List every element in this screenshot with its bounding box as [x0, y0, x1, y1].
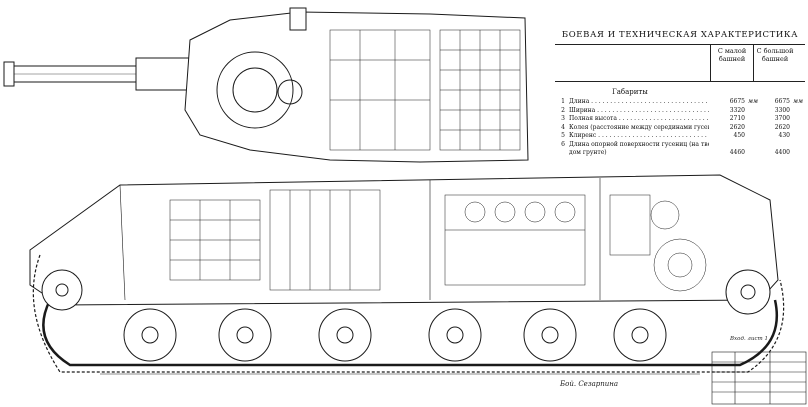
row-large-value: 430 — [778, 132, 790, 139]
divider — [753, 45, 754, 81]
title-block — [711, 351, 807, 405]
row-unit: мм — [793, 98, 803, 105]
row-small-value: 6675 — [729, 98, 745, 105]
row-label: Полная высота — [569, 115, 709, 124]
spec-row: 1 Длина 6675 мм 6675 мм — [555, 98, 805, 107]
road-wheels — [41, 269, 771, 362]
row-large-value: 3700 — [774, 115, 790, 122]
col-small-turret: С малой башней — [717, 47, 747, 63]
col-large-turret: С большой башней — [756, 47, 794, 63]
row-number: 2 — [561, 106, 565, 114]
row-small-value: 450 — [733, 132, 745, 139]
spec-row: 6 Длина опорной поверхности гусениц (на … — [555, 141, 805, 150]
draftsman-signature: Бой. Сезарпина — [560, 380, 619, 388]
row-large-value: 2620 — [774, 123, 790, 131]
gun-barrel — [3, 57, 197, 91]
row-number: 5 — [561, 132, 565, 139]
row-label: Длина опорной поверхности гусениц (на тв… — [569, 141, 709, 150]
group-label: Габариты — [612, 88, 648, 96]
row-number: 4 — [561, 123, 565, 131]
row-small-value: 4460 — [729, 149, 745, 156]
row-label-continuation: дом грунте) — [569, 149, 607, 156]
row-number: 6 — [561, 140, 565, 148]
spec-row: 5 Клиренс 450 430 — [555, 132, 805, 141]
row-label: Ширина — [569, 107, 709, 116]
row-small-value: 2620 — [729, 123, 745, 131]
row-large-value: 6675 — [774, 98, 790, 105]
row-number: 1 — [561, 98, 565, 105]
stamp-note: Вход. лист 1 — [730, 336, 769, 342]
spec-table: БОЕВАЯ И ТЕХНИЧЕСКАЯ ХАРАКТЕРИСТИКА С ма… — [555, 8, 805, 157]
row-label: Длина — [569, 98, 709, 107]
row-label: Колея (расстояние между серединами гусен… — [569, 124, 709, 133]
hull — [29, 174, 779, 306]
spec-table-title: БОЕВАЯ И ТЕХНИЧЕСКАЯ ХАРАКТЕРИСТИКА — [561, 30, 799, 40]
spec-row-continuation: дом грунте) 4460 4400 — [555, 149, 805, 157]
track — [32, 254, 785, 373]
row-label: Клиренс — [569, 132, 709, 141]
row-large-value: 4400 — [774, 149, 790, 156]
spec-row: 4 Колея (расстояние между серединами гус… — [555, 124, 805, 133]
row-number: 3 — [561, 115, 565, 122]
spec-row: 2 Ширина 3320 3300 — [555, 107, 805, 116]
turret — [184, 7, 529, 163]
divider — [710, 45, 711, 81]
row-small-value: 3320 — [729, 106, 745, 114]
row-small-value: 2710 — [729, 115, 745, 122]
row-large-value: 3300 — [774, 106, 790, 114]
row-unit: мм — [748, 98, 758, 105]
spec-table-header: С малой башней С большой башней — [555, 44, 805, 82]
spec-row: 3 Полная высота 2710 3700 — [555, 115, 805, 124]
